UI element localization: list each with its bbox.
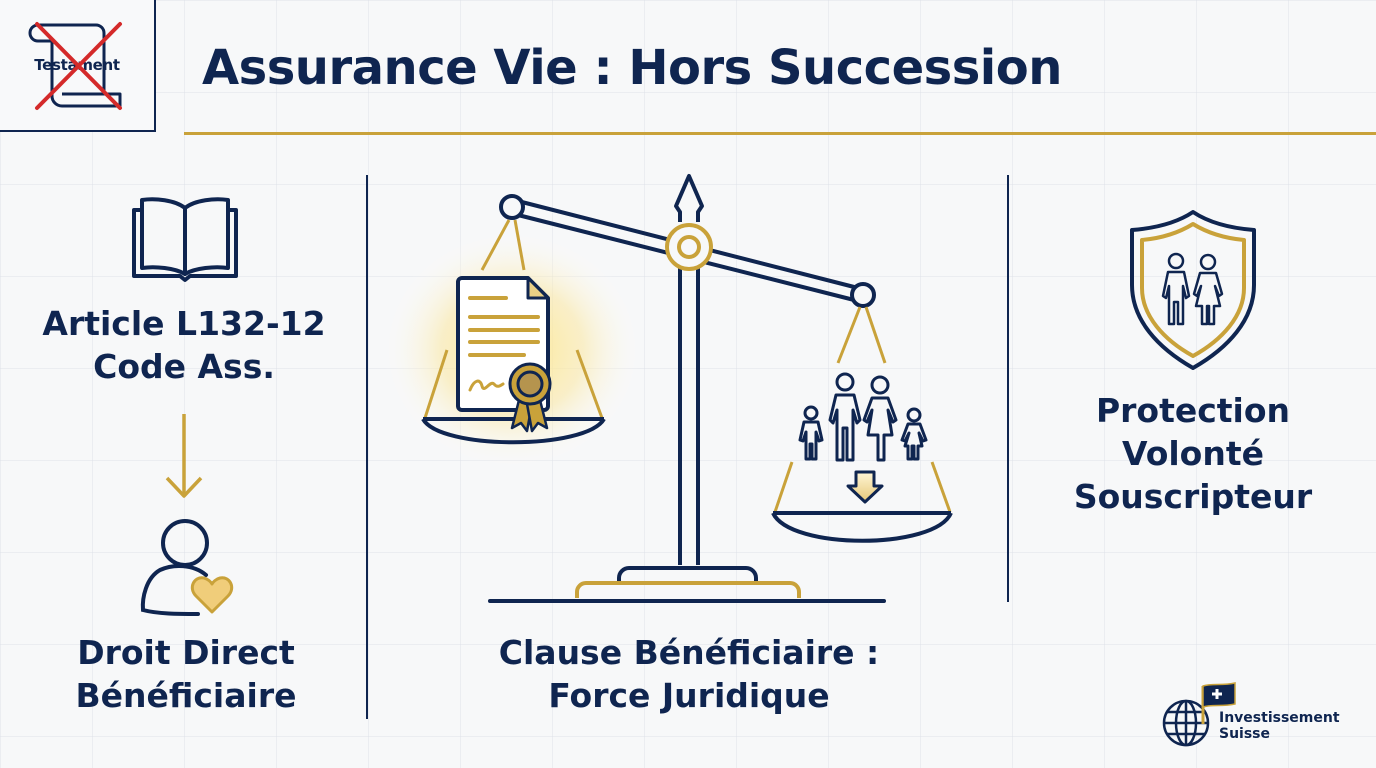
arrow-down-icon (165, 414, 203, 498)
article-label-line2: Code Ass. (93, 346, 275, 386)
red-cross-icon (35, 22, 122, 110)
brand-line2: Suisse (1219, 726, 1271, 743)
shield-couple-icon (1130, 210, 1256, 370)
title-underline (184, 132, 1376, 135)
person-heart-icon (140, 519, 234, 616)
globe-swiss-flag-icon (1162, 682, 1236, 747)
beneficiary-label: Droit Direct Bénéficiaire (0, 632, 372, 718)
page-title: Assurance Vie : Hors Succession (202, 40, 1062, 96)
divider-left (366, 175, 368, 719)
article-label: Article L132-12 Code Ass. (0, 303, 368, 389)
protection-label: Protection Volonté Souscripteur (1010, 390, 1376, 519)
article-label-line1: Article L132-12 (42, 304, 326, 343)
clause-label: Clause Bénéficiaire : Force Juridique (372, 632, 1006, 718)
open-book-icon (132, 197, 238, 282)
beneficiary-label-line2: Bénéficiaire (75, 675, 297, 715)
clause-label-line1: Clause Bénéficiaire : (498, 633, 880, 672)
brand-name: Investissement Suisse (1219, 710, 1340, 742)
beneficiary-label-line1: Droit Direct (77, 633, 295, 672)
protection-label-line2: Volonté (1121, 433, 1265, 473)
divider-right (1007, 175, 1009, 602)
balance-scale-icon (382, 174, 953, 603)
brand-line1: Investissement (1219, 710, 1340, 726)
protection-label-line1: Protection (1095, 391, 1291, 430)
protection-label-line3: Souscripteur (1073, 476, 1313, 516)
clause-label-line2: Force Juridique (548, 675, 830, 715)
scroll-icon (28, 23, 122, 108)
testament-logo: Testament (0, 0, 156, 132)
